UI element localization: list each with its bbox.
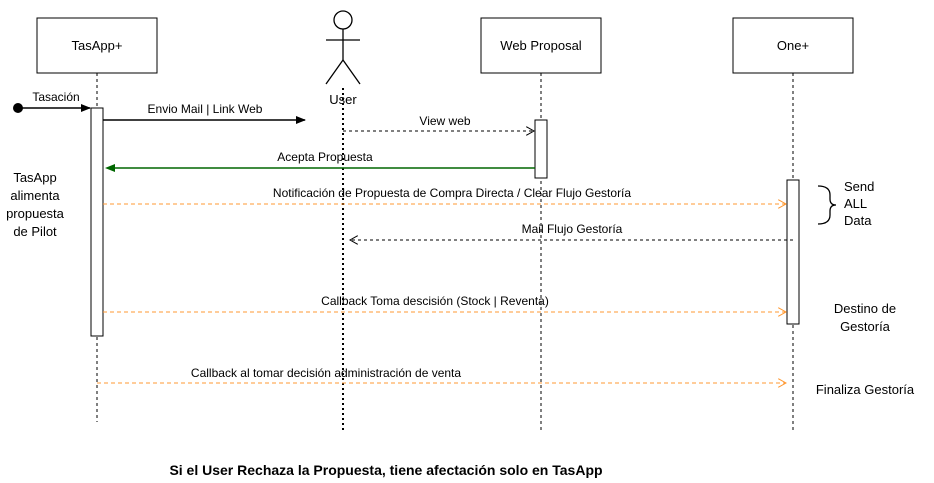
message-view-web: View web xyxy=(343,114,534,131)
message-envio-mail-label: Envio Mail | Link Web xyxy=(148,102,263,116)
note-destino-line-2: Gestoría xyxy=(840,319,891,334)
message-notificacion-label: Notificación de Propuesta de Compra Dire… xyxy=(273,186,631,200)
note-tasapp-line-2: alimenta xyxy=(10,188,60,203)
note-finaliza: Finaliza Gestoría xyxy=(816,382,915,397)
message-mail-flujo: Mail Flujo Gestoría xyxy=(350,222,793,240)
message-tasacion: Tasación xyxy=(13,90,91,113)
note-send-all-line-1: Send xyxy=(844,179,874,194)
message-mail-flujo-label: Mail Flujo Gestoría xyxy=(522,222,623,236)
note-send-all-line-3: Data xyxy=(844,213,872,228)
note-tasapp-line-1: TasApp xyxy=(13,170,56,185)
participant-user-label: User xyxy=(329,92,357,107)
activation-one xyxy=(786,179,800,325)
message-callback-tomar-label: Callback al tomar decisión administració… xyxy=(191,366,461,380)
message-acepta-propuesta: Acepta Propuesta xyxy=(105,150,535,172)
footer-note: Si el User Rechaza la Propuesta, tiene a… xyxy=(169,462,602,478)
user-actor-icon xyxy=(325,10,361,85)
note-tasapp: TasApp alimenta propuesta de Pilot xyxy=(6,170,65,239)
participant-tasapp-label: TasApp+ xyxy=(72,38,123,53)
participant-web-proposal-label: Web Proposal xyxy=(500,38,582,53)
message-tasacion-label: Tasación xyxy=(32,90,79,104)
curly-brace-icon xyxy=(817,185,837,225)
activation-tasapp xyxy=(90,107,104,337)
participant-web-proposal: Web Proposal xyxy=(480,17,602,74)
note-send-all-line-2: ALL xyxy=(844,196,867,211)
note-tasapp-line-3: propuesta xyxy=(6,206,65,221)
message-callback-tomar: Callback al tomar decisión administració… xyxy=(97,366,786,383)
note-destino: Destino de Gestoría xyxy=(834,301,896,334)
message-view-web-label: View web xyxy=(419,114,470,128)
message-acepta-propuesta-label: Acepta Propuesta xyxy=(277,150,373,164)
note-destino-line-1: Destino de xyxy=(834,301,896,316)
message-callback-toma: Callback Toma descisión (Stock | Reventa… xyxy=(103,294,786,312)
message-notificacion: Notificación de Propuesta de Compra Dire… xyxy=(103,186,786,204)
participant-one: One+ xyxy=(732,17,854,74)
participant-one-label: One+ xyxy=(777,38,809,53)
message-callback-toma-label: Callback Toma descisión (Stock | Reventa… xyxy=(321,294,549,308)
note-send-all: Send ALL Data xyxy=(844,179,874,228)
participant-tasapp: TasApp+ xyxy=(36,17,158,74)
activation-web-proposal xyxy=(534,119,548,179)
message-envio-mail: Envio Mail | Link Web xyxy=(103,102,306,124)
note-tasapp-line-4: de Pilot xyxy=(13,224,57,239)
